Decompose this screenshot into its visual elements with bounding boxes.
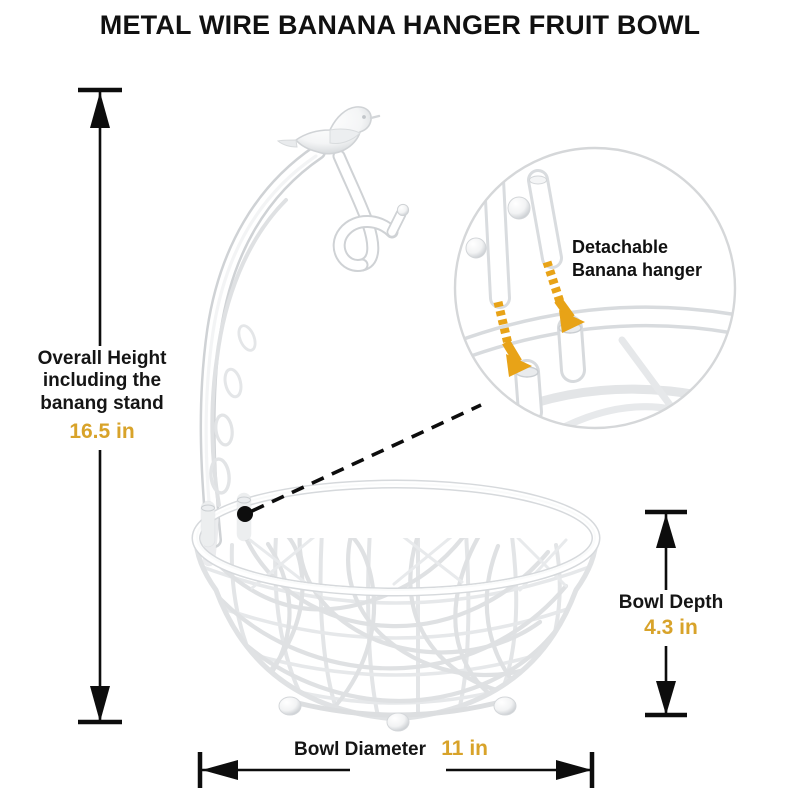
hook-curve <box>334 217 397 270</box>
bowl-depth-label: Bowl Depth 4.3 in <box>596 592 746 641</box>
arrow-up-icon <box>90 92 110 128</box>
insertion-arrow-left <box>493 300 532 377</box>
callout-rim <box>455 308 735 360</box>
insertion-arrow-right <box>542 260 585 333</box>
overall-height-label-line3: banang stand <box>40 392 164 414</box>
bowl-diameter-label-backdrop <box>350 756 446 786</box>
hook-tip-ball <box>396 203 410 217</box>
socket-right-mouth <box>237 496 251 504</box>
dimension-bowl-depth <box>596 509 746 718</box>
insertion-arrow-right-head <box>559 310 585 333</box>
bowl-depth-label-text: Bowl Depth <box>618 592 724 613</box>
insertion-arrow-left-head <box>506 354 532 377</box>
callout-rod-right-top <box>529 175 547 185</box>
wire-fruit-bowl <box>191 479 601 732</box>
overall-height-label-line2: including the <box>42 370 162 392</box>
callout-leader-dot <box>237 506 253 522</box>
arrow-right-icon <box>556 760 592 780</box>
bird-eye <box>362 115 366 119</box>
scroll-loop-upper <box>223 367 243 399</box>
insertion-arrow-right-shaft <box>542 260 565 304</box>
bird-beak <box>369 114 381 120</box>
scroll-loop-lower <box>209 457 231 495</box>
arrow-down-icon <box>90 686 110 722</box>
overall-height-value: 16.5 in <box>69 420 135 444</box>
callout-label-line1: Detachable <box>572 237 669 257</box>
callout-label-line2: Banana hanger <box>572 260 703 281</box>
bird-tail <box>276 139 298 148</box>
bowl-depth-label-backdrop <box>596 590 746 646</box>
bird-wing <box>329 128 361 144</box>
scroll-loop-top <box>237 324 257 352</box>
dimension-bowl-diameter <box>197 752 595 788</box>
bowl-depth-arrow-up-icon <box>656 514 676 548</box>
socket-left-mouth <box>201 504 215 512</box>
callout-contents <box>455 169 735 428</box>
callout-knob-upper <box>507 196 531 220</box>
hook-tip <box>388 210 405 236</box>
callout-socket-left-body <box>517 362 540 422</box>
bowl-depth-arrow-down-icon <box>656 681 676 715</box>
callout-rod-right <box>527 169 563 269</box>
bowl-diameter-label: Bowl Diameter 11 in <box>276 735 516 762</box>
dimension-overall-height <box>14 87 190 725</box>
arrow-left-icon <box>202 760 238 780</box>
callout-leader-line <box>251 403 482 513</box>
overall-height-label: Overall Height including the banang stan… <box>14 348 190 445</box>
bowl-diameter-label-text: Bowl Diameter <box>294 739 426 760</box>
hanger-arm-scroll <box>210 198 288 507</box>
overall-height-label-backdrop <box>14 346 190 450</box>
insertion-arrow-left-shaft <box>493 300 513 346</box>
callout-rod-left-body <box>486 172 508 306</box>
bowl-foot-left <box>278 696 302 716</box>
callout-knob-lower <box>465 237 487 259</box>
bowl-foot-right <box>493 696 517 716</box>
callout-rod-right-body <box>530 172 560 266</box>
callout-ring <box>453 146 737 430</box>
page-title: METAL WIRE BANANA HANGER FRUIT BOWL <box>99 10 701 40</box>
callout-label: Detachable Banana hanger <box>572 236 742 282</box>
callout-disc <box>455 148 735 428</box>
scroll-loop-mid <box>214 413 234 447</box>
bird-icon <box>276 106 381 155</box>
bowl-foot-center <box>386 712 410 732</box>
overall-height-label-line1: Overall Height <box>37 348 167 369</box>
callout-socket-right-body <box>560 318 583 380</box>
bowl-rim-highlight <box>196 483 596 591</box>
bowl-diameter-value: 11 in <box>431 737 498 762</box>
bowl-depth-value: 4.3 in <box>644 616 698 640</box>
hanger-arm-highlight <box>204 154 318 538</box>
